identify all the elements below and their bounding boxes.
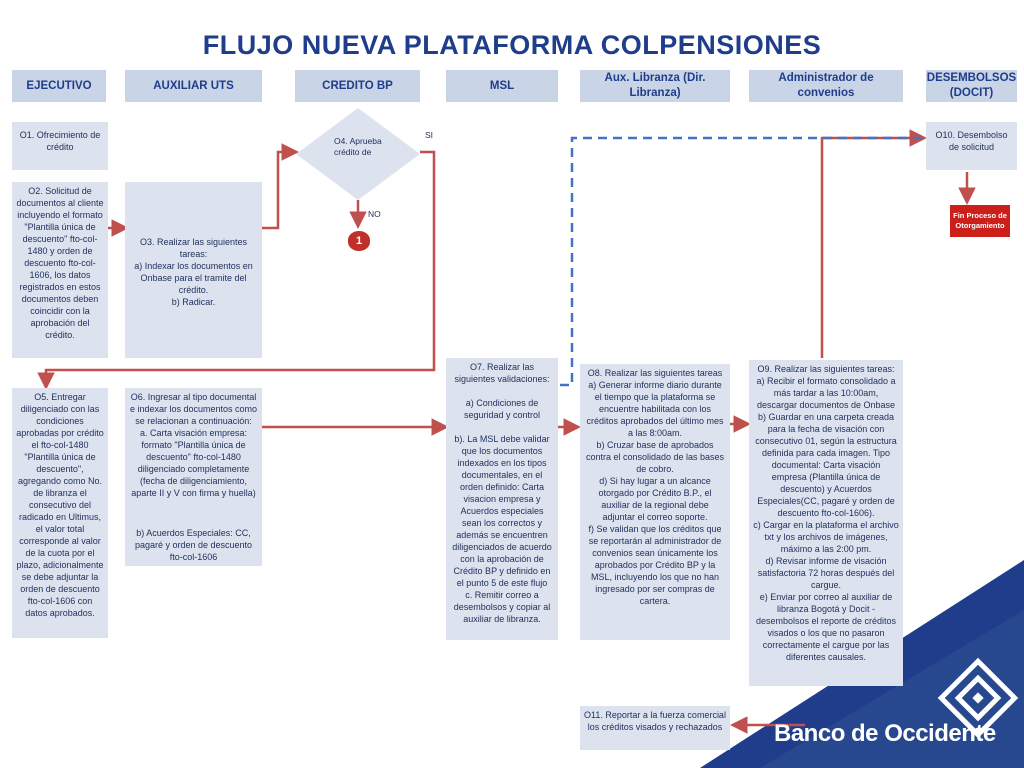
decision-text: O4. Aprueba crédito de <box>334 136 382 157</box>
decision-diamond <box>296 108 420 200</box>
step-o6b: b) Acuerdos Especiales: CC, pagaré y ord… <box>125 524 262 566</box>
arrow-o4-si-o5 <box>37 150 436 390</box>
step-o6a: O6. Ingresar al tipo documental e indexa… <box>125 388 262 524</box>
connector-badge: 1 <box>348 231 370 251</box>
lane-header-administrador-convenios: Administrador de convenios <box>749 70 903 102</box>
step-o9: O9. Realizar las siguientes tareas: a) R… <box>749 360 903 686</box>
lane-header-desembolsos: DESEMBOLSOS (DOCIT) <box>926 70 1017 102</box>
lane-header-auxiliar-uts: AUXILIAR UTS <box>125 70 262 102</box>
step-o8: O8. Realizar las siguientes tareas a) Ge… <box>580 364 730 640</box>
step-o3: O3. Realizar las siguientes tareas: a) I… <box>125 182 262 358</box>
step-o7: O7. Realizar las siguientes validaciones… <box>446 358 558 640</box>
lane-header-ejecutivo: EJECUTIVO <box>12 70 106 102</box>
end-process-box: Fin Proceso de Otorgamiento <box>950 205 1010 237</box>
lane-header-credito-bp: CREDITO BP <box>295 70 420 102</box>
lane-header-aux-libranza: Aux. Libranza (Dir. Libranza) <box>580 70 730 102</box>
step-o10: O10. Desembolso de solicitud <box>926 122 1017 170</box>
step-o5: O5. Entregar diligenciado con las condic… <box>12 388 108 638</box>
decision-yes-label: SI <box>425 130 434 140</box>
bank-logo-text: Banco de Occidente <box>774 720 996 747</box>
lane-header-msl: MSL <box>446 70 558 102</box>
step-o1: O1. Ofrecimiento de crédito <box>12 122 108 170</box>
arrow-o3-o4 <box>262 143 299 230</box>
decision-no-label: NO <box>368 209 381 219</box>
step-o11: O11. Reportar a la fuerza comercial los … <box>580 706 730 750</box>
step-o2: O2. Solicitud de documentos al cliente i… <box>12 182 108 358</box>
dashed-connector-o7-o10 <box>560 136 922 387</box>
page-title: FLUJO NUEVA PLATAFORMA COLPENSIONES <box>202 30 822 60</box>
